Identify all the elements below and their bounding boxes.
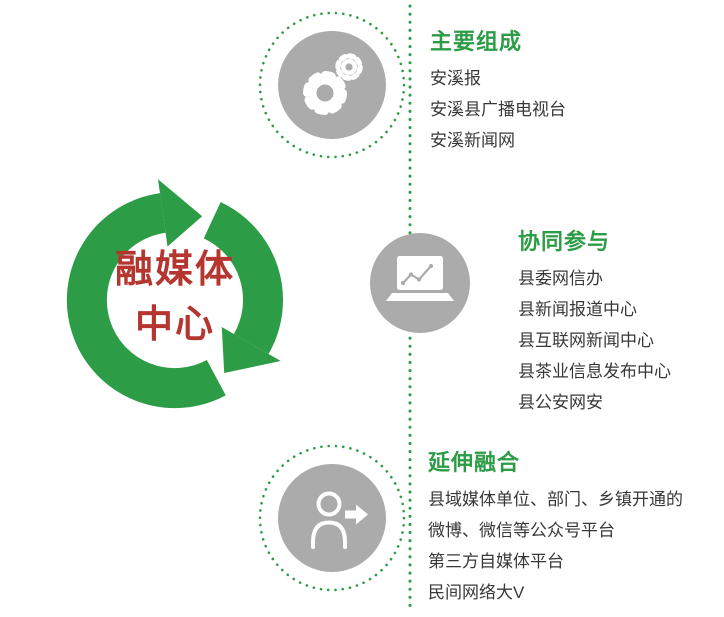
center-label: 融媒体 中心	[67, 243, 283, 353]
list-item: 安溪新闻网	[430, 131, 515, 150]
list-item: 县互联网新闻中心	[518, 331, 654, 350]
cycle-arrow	[66, 179, 283, 409]
section-main-components: 主要组成 安溪报 安溪县广播电视台 安溪新闻网	[430, 30, 700, 156]
list-item: 县茶业信息发布中心	[518, 362, 671, 381]
section-collaboration: 协同参与 县委网信办 县新闻报道中心 县互联网新闻中心 县茶业信息发布中心 县公…	[518, 230, 724, 418]
list-item: 民间网络大V	[428, 583, 525, 602]
node-collaboration	[370, 233, 470, 333]
bottom-dotted-ring	[258, 444, 406, 592]
section-heading: 延伸融合	[428, 450, 521, 475]
node-extension	[278, 464, 386, 572]
person-arrow-icon	[311, 491, 368, 549]
bottom-gray-circle	[278, 464, 386, 572]
cycle-arc-left	[66, 193, 226, 409]
section-heading: 协同参与	[518, 229, 611, 254]
list-item: 第三方自媒体平台	[428, 552, 564, 571]
list-item: 安溪报	[430, 69, 481, 88]
list-item: 微博、微信等公众号平台	[428, 521, 615, 540]
list-item: 县域媒体单位、部门、乡镇开通的	[428, 490, 683, 509]
list-item: 安溪县广播电视台	[430, 100, 566, 119]
list-item: 县委网信办	[518, 269, 603, 288]
section-extension: 延伸融合 县域媒体单位、部门、乡镇开通的 微博、微信等公众号平台 第三方自媒体平…	[428, 451, 720, 608]
center-label-line2: 中心	[134, 304, 215, 347]
center-label-line1: 融媒体	[114, 249, 235, 291]
cycle-arc-right	[203, 202, 283, 354]
cycle-arrowhead-top	[158, 179, 203, 247]
list-item: 县公安网安	[518, 393, 603, 412]
node-main-components	[278, 31, 386, 139]
laptop-chart-icon	[386, 256, 454, 301]
list-item: 县新闻报道中心	[518, 300, 637, 319]
section-heading: 主要组成	[430, 29, 523, 54]
top-dotted-ring	[258, 11, 406, 159]
cycle-arrowhead-bottom	[221, 327, 281, 373]
gears-icon	[303, 53, 363, 115]
